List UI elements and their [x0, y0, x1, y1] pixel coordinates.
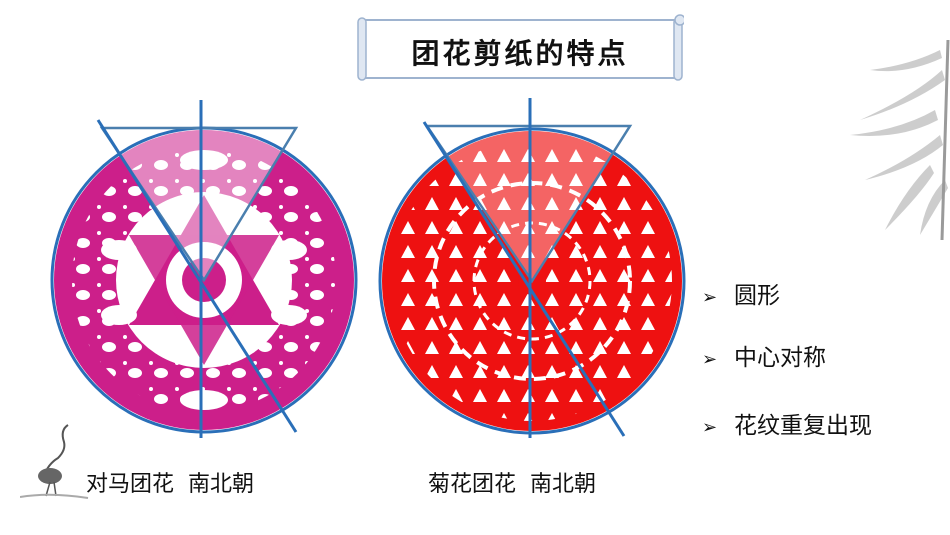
arrow-bullet-icon: ➢ [702, 349, 718, 370]
feature-item: ➢ 圆形 [702, 276, 780, 310]
horse-papercut-figure [50, 100, 358, 438]
feature-label: 圆形 [734, 283, 780, 309]
page-title: 团花剪纸的特点 [411, 37, 629, 70]
crane-ink-icon [20, 424, 89, 499]
bamboo-decoration [850, 40, 950, 240]
caption-chrysanthemum: 菊花团花 南北朝 [428, 472, 596, 497]
title-banner: 团花剪纸的特点 [356, 14, 684, 84]
feature-item: ➢ 花纹重复出现 [702, 406, 872, 440]
chrysanthemum-papercut-figure [378, 98, 686, 438]
feature-label: 中心对称 [734, 345, 826, 371]
caption-horse: 对马团花 南北朝 [86, 472, 254, 497]
arrow-bullet-icon: ➢ [702, 287, 718, 308]
feature-label: 花纹重复出现 [734, 413, 872, 439]
arrow-bullet-icon: ➢ [702, 417, 718, 438]
feature-item: ➢ 中心对称 [702, 338, 826, 372]
